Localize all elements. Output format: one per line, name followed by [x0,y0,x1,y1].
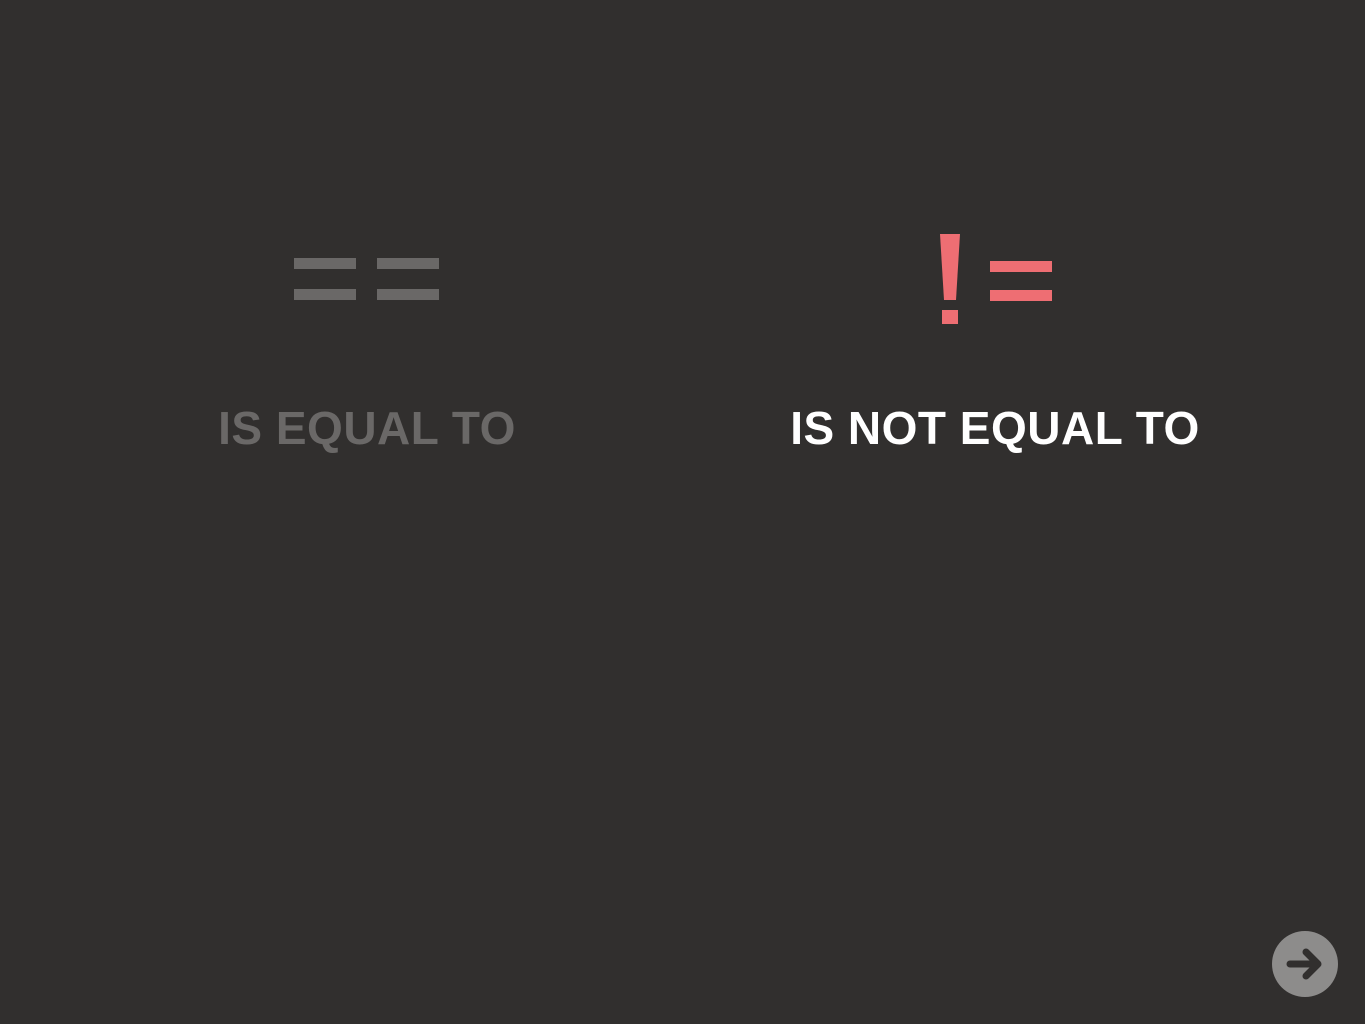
double-equals-icon [294,258,439,300]
operator-not-equal: IS NOT EQUAL TO [695,230,1295,456]
next-slide-button[interactable] [1272,931,1338,997]
not-equals-symbol [695,230,1295,330]
operator-equal: IS EQUAL TO [67,230,667,456]
label-is-equal-to: IS EQUAL TO [218,402,516,454]
arrow-right-icon [1286,948,1322,980]
double-equals-symbol [67,230,667,330]
label-is-not-equal-to: IS NOT EQUAL TO [790,402,1200,454]
not-equals-icon [940,234,1052,324]
